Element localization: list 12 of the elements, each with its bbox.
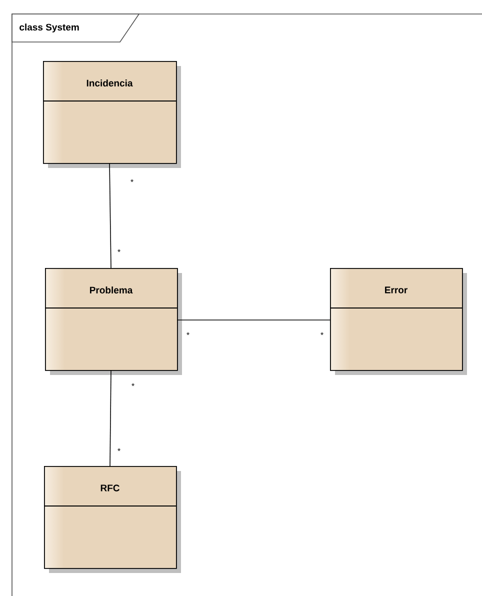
- class-box: Error: [330, 268, 467, 375]
- class-box: RFC: [44, 466, 181, 573]
- association-line: [109, 162, 112, 268]
- multiplicity: *: [320, 332, 324, 336]
- multiplicity: *: [118, 448, 120, 452]
- multiplicity: *: [130, 179, 134, 182]
- multiplicity: *: [118, 249, 120, 252]
- frame-title-tab: class System: [12, 14, 140, 42]
- multiplicity: *: [132, 383, 134, 386]
- class-box: Problema: [44, 268, 182, 375]
- association-line: [110, 370, 112, 466]
- class-box: Incidencia: [42, 61, 181, 168]
